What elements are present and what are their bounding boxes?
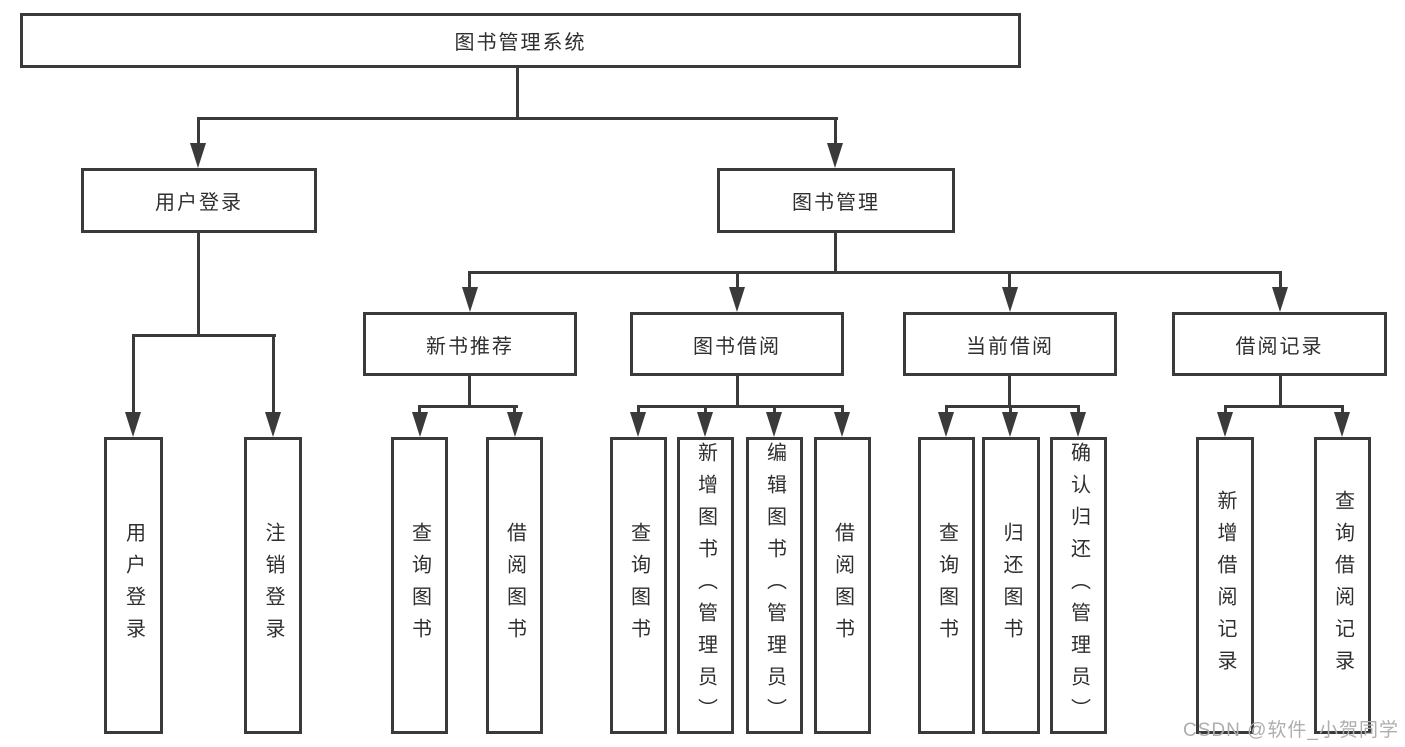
arrowhead-down-icon (1070, 412, 1086, 437)
connector-current-borrow-stem (1008, 376, 1011, 408)
arrowhead-down-icon (462, 287, 478, 312)
connector-leaf-stub (841, 405, 844, 415)
connector-leaf-stub (272, 334, 275, 416)
connector-leaf-stub (1341, 405, 1344, 415)
leaf-borrow-books-recommend: 借阅图书 (486, 437, 543, 734)
connector-new-book-stem (468, 376, 471, 408)
node-new-book-recommend: 新书推荐 (363, 312, 577, 376)
connector-level3-hline (468, 271, 1282, 274)
leaf-borrow-books: 借阅图书 (814, 437, 871, 734)
node-new-book-recommend-label: 新书推荐 (426, 335, 514, 358)
connector-user-login-hline (132, 334, 276, 337)
connector-level3-stub (1279, 271, 1282, 291)
connector-leaf-stub (945, 405, 948, 415)
arrowhead-down-icon (412, 412, 428, 437)
connector-leaf-stub (773, 405, 776, 415)
connector-leaf-stub (704, 405, 707, 415)
arrowhead-down-icon (827, 143, 843, 168)
csdn-watermark: CSDN @软件_小贺同学 (1183, 720, 1399, 741)
arrowhead-down-icon (1002, 412, 1018, 437)
connector-borrow-records-hline (1224, 405, 1344, 408)
leaf-query-books-current: 查询图书 (918, 437, 975, 734)
node-book-management-label: 图书管理 (792, 192, 880, 214)
node-book-borrow: 图书借阅 (630, 312, 844, 376)
arrowhead-down-icon (834, 412, 850, 437)
node-user-login-label: 用户登录 (155, 192, 243, 214)
leaf-query-books-recommend: 查询图书 (391, 437, 448, 734)
arrowhead-down-icon (265, 412, 281, 437)
leaf-user-login: 用户登录 (104, 437, 163, 734)
connector-leaf-stub (1077, 405, 1080, 415)
connector-leaf-stub (1224, 405, 1227, 415)
node-borrow-records: 借阅记录 (1172, 312, 1387, 376)
node-book-borrow-label: 图书借阅 (693, 335, 781, 358)
leaf-return-books: 归还图书 (982, 437, 1040, 734)
leaf-logout: 注销登录 (244, 437, 302, 734)
connector-leaf-stub (637, 405, 640, 415)
node-borrow-records-label: 借阅记录 (1235, 335, 1324, 358)
connector-level3-stub (736, 271, 739, 291)
connector-user-login-stem (197, 233, 200, 337)
connector-leaf-stub (513, 405, 516, 415)
arrowhead-down-icon (1272, 287, 1288, 312)
node-root: 图书管理系统 (20, 13, 1021, 68)
arrowhead-down-icon (938, 412, 954, 437)
connector-level3-stub (1008, 271, 1011, 291)
connector-borrow-records-stem (1279, 376, 1282, 408)
leaf-query-books-borrow: 查询图书 (610, 437, 667, 734)
connector-book-borrow-stem (736, 376, 739, 408)
connector-level3-stub (468, 271, 471, 291)
connector-book-borrow-hline (637, 405, 844, 408)
arrowhead-down-icon (630, 412, 646, 437)
arrowhead-down-icon (507, 412, 523, 437)
connector-root-stem (516, 68, 519, 119)
leaf-add-books-admin: 新增图书（管理员） (677, 437, 734, 734)
connector-current-borrow-hline (945, 405, 1080, 408)
connector-new-book-hline (418, 405, 518, 408)
node-book-management: 图书管理 (717, 168, 955, 233)
arrowhead-down-icon (1334, 412, 1350, 437)
arrowhead-down-icon (125, 412, 141, 437)
connector-user-login-stub (197, 117, 200, 147)
connector-leaf-stub (418, 405, 421, 415)
connector-book-management-stem (834, 233, 837, 274)
leaf-query-borrow-record: 查询借阅记录 (1314, 437, 1371, 734)
arrowhead-down-icon (697, 412, 713, 437)
arrowhead-down-icon (1002, 287, 1018, 312)
node-current-borrow-label: 当前借阅 (966, 335, 1054, 358)
node-user-login: 用户登录 (81, 168, 317, 233)
leaf-edit-books-admin: 编辑图书（管理员） (746, 437, 803, 734)
arrowhead-down-icon (729, 287, 745, 312)
connector-leaf-stub (132, 334, 135, 416)
leaf-add-borrow-record: 新增借阅记录 (1196, 437, 1254, 734)
connector-book-management-stub (834, 117, 837, 147)
leaf-confirm-return-admin: 确认归还（管理员） (1050, 437, 1107, 734)
arrowhead-down-icon (190, 143, 206, 168)
connector-leaf-stub (1009, 405, 1012, 415)
connector-level2-hline (197, 117, 838, 120)
arrowhead-down-icon (1217, 412, 1233, 437)
node-root-label: 图书管理系统 (454, 32, 587, 54)
arrowhead-down-icon (766, 412, 782, 437)
node-current-borrow: 当前借阅 (903, 312, 1117, 376)
